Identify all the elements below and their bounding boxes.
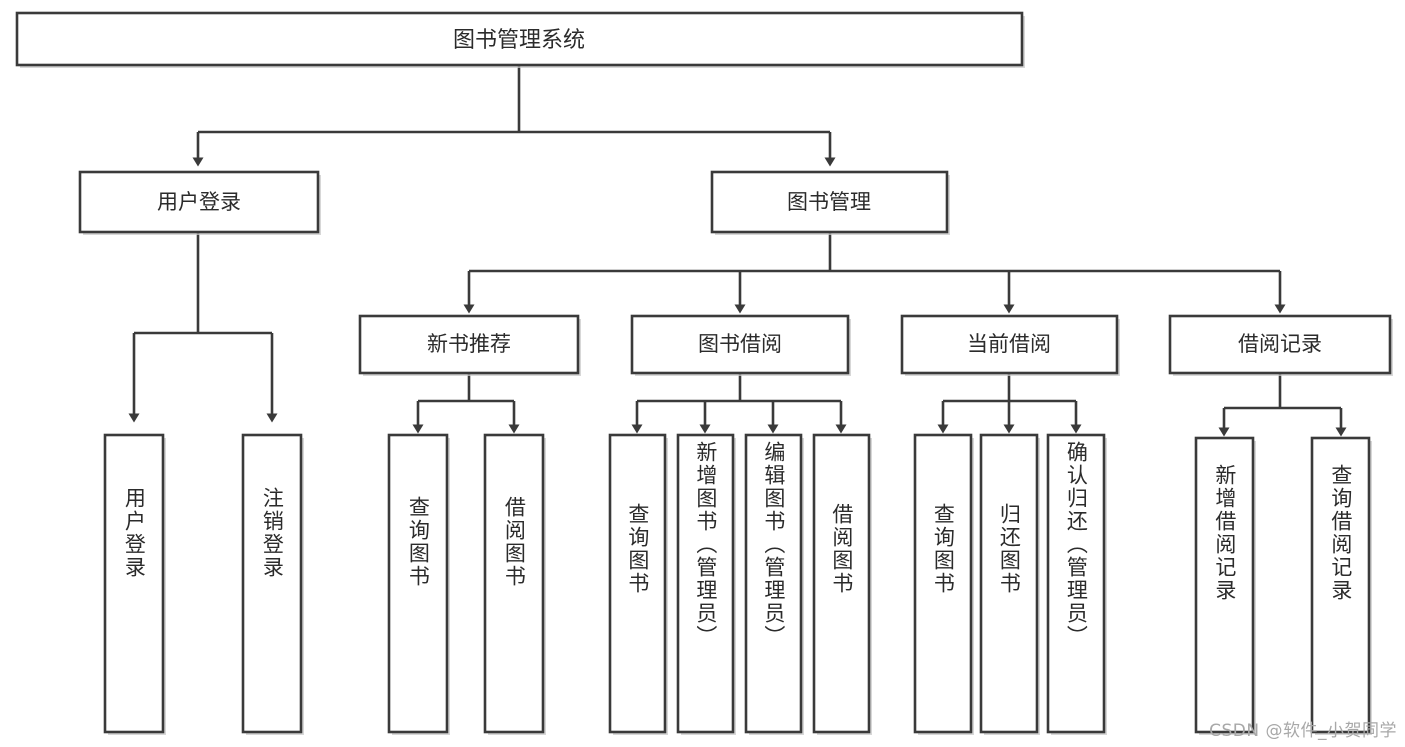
node-root[interactable]: 图书管理系统 xyxy=(15,11,1025,68)
node-book-manage-label: 图书管理 xyxy=(787,190,871,214)
node-borrow-record-box[interactable] xyxy=(1168,314,1392,375)
leaf-group-borrow-record xyxy=(1194,436,1372,735)
csdn-watermark: CSDN @软件_小贺同学 xyxy=(1209,721,1397,741)
leaf-new-book-1-box[interactable] xyxy=(483,433,545,734)
connector-group-current-borrow-to-leaves xyxy=(937,373,1082,434)
node-current-borrow[interactable]: 当前借阅 xyxy=(900,314,1120,376)
node-root-label: 图书管理系统 xyxy=(453,28,585,53)
leaf-current-borrow-2-box[interactable] xyxy=(1046,433,1106,734)
node-user-login-label: 用户登录 xyxy=(157,190,241,214)
leaf-borrow-record-1-box[interactable] xyxy=(1310,436,1371,734)
connector-group-book-manage-to-level3 xyxy=(463,232,1286,314)
node-user-login[interactable]: 用户登录 xyxy=(78,170,321,235)
node-current-borrow-box[interactable] xyxy=(900,314,1119,375)
node-borrow-record[interactable]: 借阅记录 xyxy=(1168,314,1393,376)
leaf-group-new-book-recommend xyxy=(387,433,546,735)
leaf-current-borrow-1-box[interactable] xyxy=(979,433,1039,734)
leaf-book-borrow-0-box[interactable] xyxy=(608,433,667,734)
leaf-book-borrow-3-box[interactable] xyxy=(812,433,871,734)
leaf-user-login-1-box[interactable] xyxy=(241,433,303,734)
node-book-manage-box[interactable] xyxy=(710,170,949,234)
leaf-book-borrow-1-box[interactable] xyxy=(676,433,735,734)
connector-group-borrow-record-to-leaves xyxy=(1218,373,1347,437)
node-root-box[interactable] xyxy=(15,11,1024,67)
node-book-manage[interactable]: 图书管理 xyxy=(710,170,950,235)
leaf-group-user-login xyxy=(103,433,304,735)
node-new-book-recommend[interactable]: 新书推荐 xyxy=(358,314,581,376)
leaf-borrow-record-0-box[interactable] xyxy=(1194,436,1255,734)
connector-group-book-borrow-to-leaves xyxy=(631,373,847,434)
node-book-borrow-label: 图书借阅 xyxy=(698,332,782,356)
connector-group-user-login-to-leaves xyxy=(128,232,278,423)
leaf-group-book-borrow xyxy=(608,433,872,735)
node-borrow-record-label: 借阅记录 xyxy=(1238,332,1322,356)
leaf-group-current-borrow xyxy=(913,433,1107,735)
node-current-borrow-label: 当前借阅 xyxy=(967,332,1051,356)
leaf-current-borrow-0-box[interactable] xyxy=(913,433,973,734)
leaf-user-login-0-box[interactable] xyxy=(103,433,165,734)
node-user-login-box[interactable] xyxy=(78,170,320,234)
leaf-new-book-0-box[interactable] xyxy=(387,433,449,734)
node-new-book-recommend-box[interactable] xyxy=(358,314,580,375)
node-new-book-recommend-label: 新书推荐 xyxy=(427,332,511,356)
connector-group-root-to-level2 xyxy=(192,66,836,167)
node-book-borrow[interactable]: 图书借阅 xyxy=(630,314,851,376)
node-book-borrow-box[interactable] xyxy=(630,314,850,375)
connector-group-new-book-to-leaves xyxy=(412,373,520,434)
leaf-book-borrow-2-box[interactable] xyxy=(744,433,803,734)
